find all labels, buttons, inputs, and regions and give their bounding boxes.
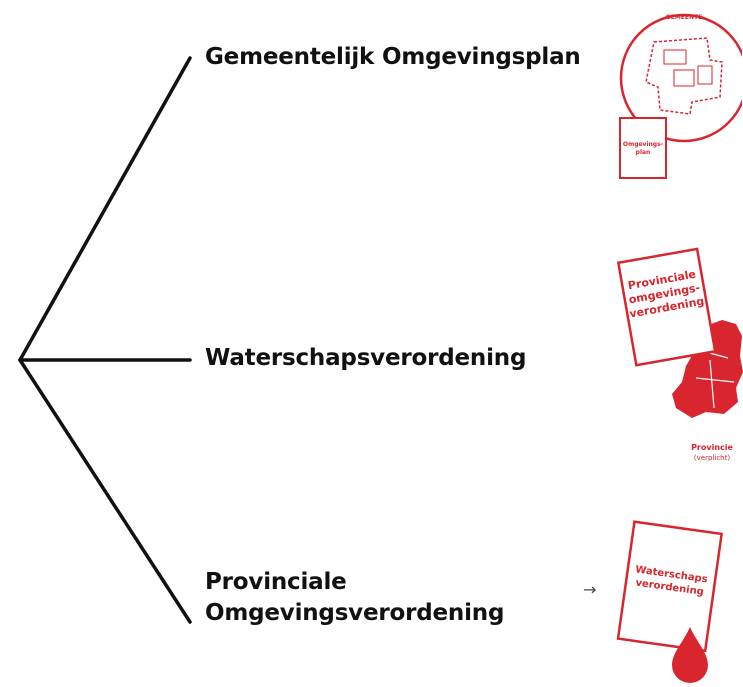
label-provinciale-omgevingsverordening: Provinciale Omgevingsverordening [205, 567, 504, 629]
gemeente-parcel-3 [697, 65, 713, 85]
gemeente-illustration: GEMEENTE Omgevings- plan [612, 2, 742, 182]
waterschaps-verordening-document [616, 520, 724, 653]
gemeente-parcel-2 [673, 69, 695, 87]
waterschap-illustration: Waterschaps verordening [608, 515, 728, 687]
label-line-1: Provinciale [205, 569, 347, 595]
provincie-caption-sub: (verplicht) [694, 454, 730, 462]
gemeente-parcel-1 [663, 49, 687, 65]
provinciale-verordening-document [616, 247, 717, 367]
omgevingsplan-doc-line-2: plan [636, 149, 651, 156]
label-line-2: Omgevingsverordening [205, 600, 505, 626]
netherlands-map [672, 320, 743, 418]
gemeente-map-outline [645, 37, 723, 115]
branch-line-top [18, 56, 192, 362]
gemeente-circle-title: GEMEENTE [666, 14, 702, 21]
water-drop-icon [672, 627, 708, 683]
provincie-caption: Provincie [691, 443, 733, 452]
branch-line-bottom [18, 358, 192, 624]
omgevingsplan-document [619, 117, 667, 179]
label-waterschapsverordening: Waterschapsverordening [205, 345, 527, 371]
label-gemeentelijk-omgevingsplan: Gemeentelijk Omgevingsplan [205, 44, 581, 70]
provincie-illustration: Provinciale omgevings- verordening Provi… [610, 232, 743, 472]
arrow-right-icon: → [583, 580, 597, 599]
omgevingsplan-doc-line-1: Omgevings- [623, 141, 664, 148]
gemeente-circle [619, 13, 742, 143]
